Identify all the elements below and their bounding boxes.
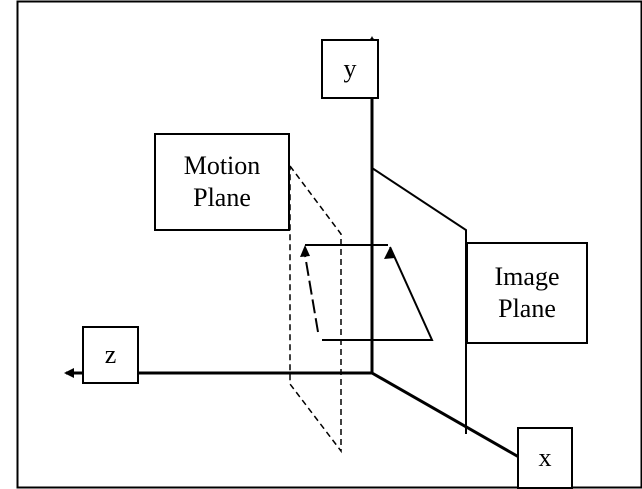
projected-motion-arrowhead (384, 247, 395, 259)
x-axis-label: x (538, 442, 552, 472)
motion-plane-outline (289, 165, 342, 454)
x-axis-label-box: x (517, 427, 573, 489)
motion-plane-label-line-1: Motion (183, 150, 261, 180)
motion-arrowhead (300, 245, 310, 257)
image-plane-outline (371, 167, 467, 434)
z-axis-label: z (104, 339, 117, 369)
image-plane-label-line-1: Image (494, 261, 560, 291)
y-axis-label: y (343, 53, 357, 83)
image-plane-label-line-2: Plane (498, 294, 556, 323)
projected-motion-path (322, 246, 434, 341)
y-axis-label-box: y (321, 39, 379, 99)
motion-plane-label-line-2: Plane (193, 183, 251, 212)
image-plane-label-box: Image Plane (466, 242, 588, 344)
motion-plane-label-box: Motion Plane (154, 133, 290, 231)
z-axis-label-box: z (82, 326, 139, 384)
motion-dashed-segment (304, 254, 319, 333)
